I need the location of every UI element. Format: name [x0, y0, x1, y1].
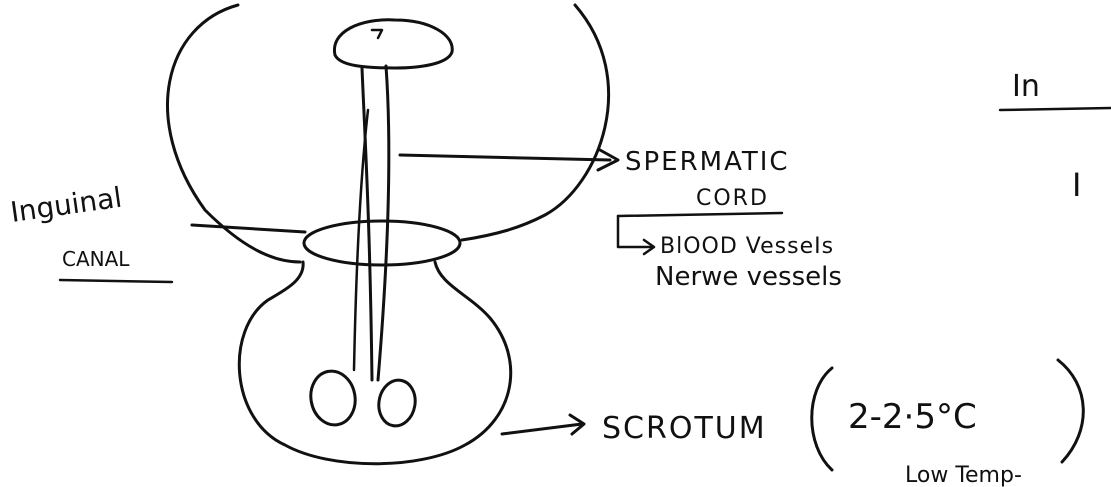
inguinal-pointer-line [192, 225, 305, 232]
cord-label: CORD [696, 186, 769, 211]
canal-underline [60, 280, 172, 282]
cord-underline [618, 213, 782, 216]
temperature-label: 2-2·5°C [848, 397, 977, 437]
blood-vessels-label: BlOOD VesseIs [660, 234, 834, 259]
organ-cap-mark [372, 30, 382, 38]
right-in-underline [1000, 108, 1111, 110]
abdomen-outline-left [168, 5, 300, 262]
spermatic-pointer-line [400, 155, 610, 160]
right-in-text: In [1012, 69, 1040, 104]
temperature-right-paren [1058, 360, 1083, 462]
cord-right-line [378, 66, 389, 380]
organ-cap [334, 20, 452, 68]
temperature-left-paren [812, 368, 832, 470]
scrotum-pointer-line [502, 424, 582, 434]
inguinal-label: Inguinal [8, 181, 124, 229]
testis-right [375, 377, 418, 429]
canal-label: CANAL [62, 247, 130, 271]
spermatic-label: SPERMATIC [625, 147, 790, 177]
abdomen-outline-right [462, 5, 609, 240]
low-temp-label: Low Temp- [905, 463, 1022, 487]
right-i-text: I [1072, 166, 1081, 204]
scrotum-sac [239, 262, 510, 464]
testis-left [307, 368, 360, 429]
scrotum-label: SCROTUM [602, 411, 767, 446]
inguinal-ring [304, 221, 460, 265]
nerve-vessels-label: Nerwe vessels [655, 262, 842, 292]
